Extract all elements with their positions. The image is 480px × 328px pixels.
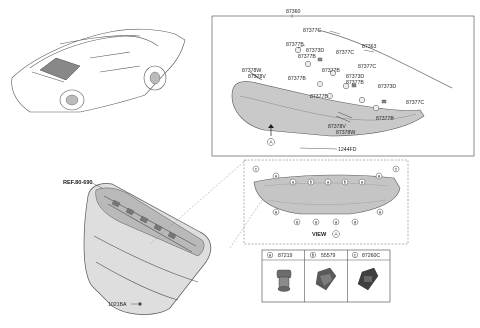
part-label-87377c-b: 87377C	[336, 50, 354, 56]
part-label-87373d-a: 87373D	[306, 48, 324, 54]
spoiler-part	[231, 81, 425, 137]
view-a-frame	[243, 159, 409, 245]
exploded-view-frame	[211, 15, 475, 157]
part-label-87377b-d: 87377B	[322, 68, 340, 74]
svg-text:a: a	[335, 220, 338, 225]
part-label-87377b-f: 87377B	[310, 94, 328, 100]
svg-text:a: a	[275, 210, 278, 215]
part-label-87378v-a: 87378V	[248, 74, 266, 80]
trunk-lid-illustration	[83, 183, 212, 315]
view-label-marker: A	[334, 232, 338, 237]
svg-text:a: a	[296, 220, 299, 225]
svg-text:a: a	[378, 174, 381, 179]
part-label-87378w-a: 87378W	[242, 68, 261, 74]
part-label-87378v-b: 87378V	[328, 124, 346, 130]
legend-part-87260c: 87260C	[362, 253, 380, 259]
view-marker-a-text: A	[269, 140, 273, 145]
part-label-87378w-b: 87378W	[336, 130, 355, 136]
parts-legend: a 87219 b 55579 c 87260C	[261, 249, 391, 303]
part-label-87377c-a: 87377C	[303, 28, 321, 34]
part-label-1021ba: 1021BA	[108, 302, 127, 308]
part-label-87377b-b: 87377B	[298, 54, 316, 60]
svg-text:c: c	[395, 167, 398, 172]
part-label-87377b-e: 87377B	[346, 80, 364, 86]
svg-text:b: b	[344, 180, 347, 185]
legend-part-87219: 87219	[278, 253, 293, 259]
grommet-icon	[276, 269, 292, 292]
legend-part-55579: 55579	[321, 253, 336, 259]
part-label-1244fd: 1244FD	[338, 147, 357, 153]
svg-text:a: a	[327, 180, 330, 185]
bolt-icon	[138, 302, 142, 306]
vehicle-illustration	[11, 28, 186, 113]
part-label-87373d-c: 87373D	[378, 84, 396, 90]
clip-parts	[249, 46, 387, 123]
part-label-87377b-c: 87377B	[288, 76, 306, 82]
part-label-87360: 87360	[286, 9, 301, 15]
svg-text:c: c	[255, 167, 258, 172]
svg-text:a: a	[292, 180, 295, 185]
view-marker-a	[267, 138, 275, 146]
part-label-87377c-d: 87377C	[406, 100, 424, 106]
callout-bubbles: c c a a b a b a a a a a a a a	[252, 165, 400, 226]
svg-text:a: a	[379, 210, 382, 215]
svg-text:a: a	[361, 180, 364, 185]
part-label-87363: 87363	[362, 44, 377, 50]
retainer-clip-icon	[357, 267, 379, 291]
part-label-87373d-b: 87373D	[346, 74, 364, 80]
part-label-87377b-g: 87377B	[376, 116, 394, 122]
svg-text:a: a	[315, 220, 318, 225]
ref-label: REF.80-690	[63, 180, 93, 186]
svg-text:a: a	[354, 220, 357, 225]
view-arrow-icon	[268, 124, 274, 128]
svg-text:b: b	[310, 180, 313, 185]
legend-key-b: b	[312, 253, 315, 258]
svg-text:a: a	[275, 174, 278, 179]
part-label-87377b-a: 87377B	[286, 42, 304, 48]
legend-key-a: a	[269, 253, 272, 258]
legend-key-c: c	[354, 253, 357, 258]
push-clip-icon	[315, 267, 337, 291]
view-label: VIEW	[312, 232, 327, 238]
part-label-87377c-c: 87377C	[358, 64, 376, 70]
